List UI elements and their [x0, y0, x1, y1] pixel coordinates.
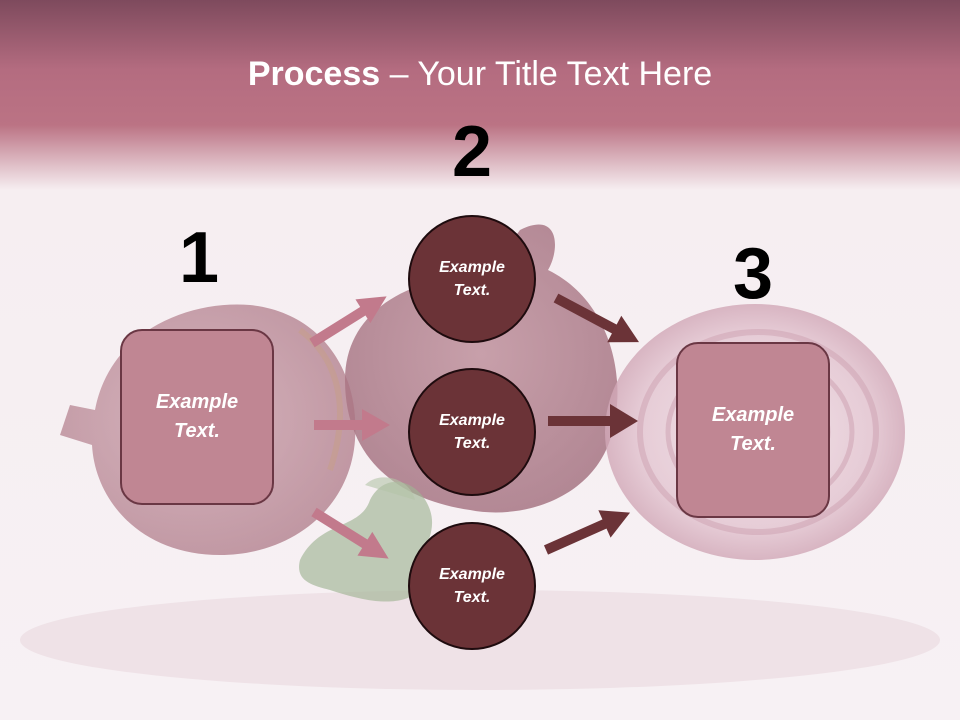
step-1-box: Example Text. — [120, 329, 274, 505]
step-2-circle-3: Example Text. — [408, 522, 536, 650]
step-2-circle-1: Example Text. — [408, 215, 536, 343]
arrow-2-to-3-middle — [548, 404, 638, 438]
step-2-circle-1-text: Example Text. — [439, 259, 505, 299]
title-bold: Process — [247, 55, 381, 93]
arrow-1-to-2-middle — [314, 409, 390, 441]
arrow-1-to-2-bottom — [311, 507, 389, 559]
step-1-text: Example Text. — [155, 391, 239, 442]
step-3-box: Example Text. — [676, 342, 830, 518]
step-2-number: 2 — [451, 112, 493, 192]
arrow-2-to-3-bottom — [543, 510, 631, 555]
title-rest: – Your Title Text Here — [380, 55, 713, 93]
step-3-number: 3 — [732, 234, 774, 314]
arrow-2-to-3-top — [553, 293, 639, 343]
step-2-circle-2-text: Example Text. — [439, 412, 505, 452]
step-3-text: Example Text. — [711, 404, 795, 455]
step-2-circle-3-text: Example Text. — [439, 566, 505, 606]
arrow-1-to-2-top — [309, 296, 387, 348]
slide-title: Process – Your Title Text Here — [0, 52, 960, 96]
step-1-number: 1 — [178, 218, 220, 298]
step-2-circle-2: Example Text. — [408, 368, 536, 496]
